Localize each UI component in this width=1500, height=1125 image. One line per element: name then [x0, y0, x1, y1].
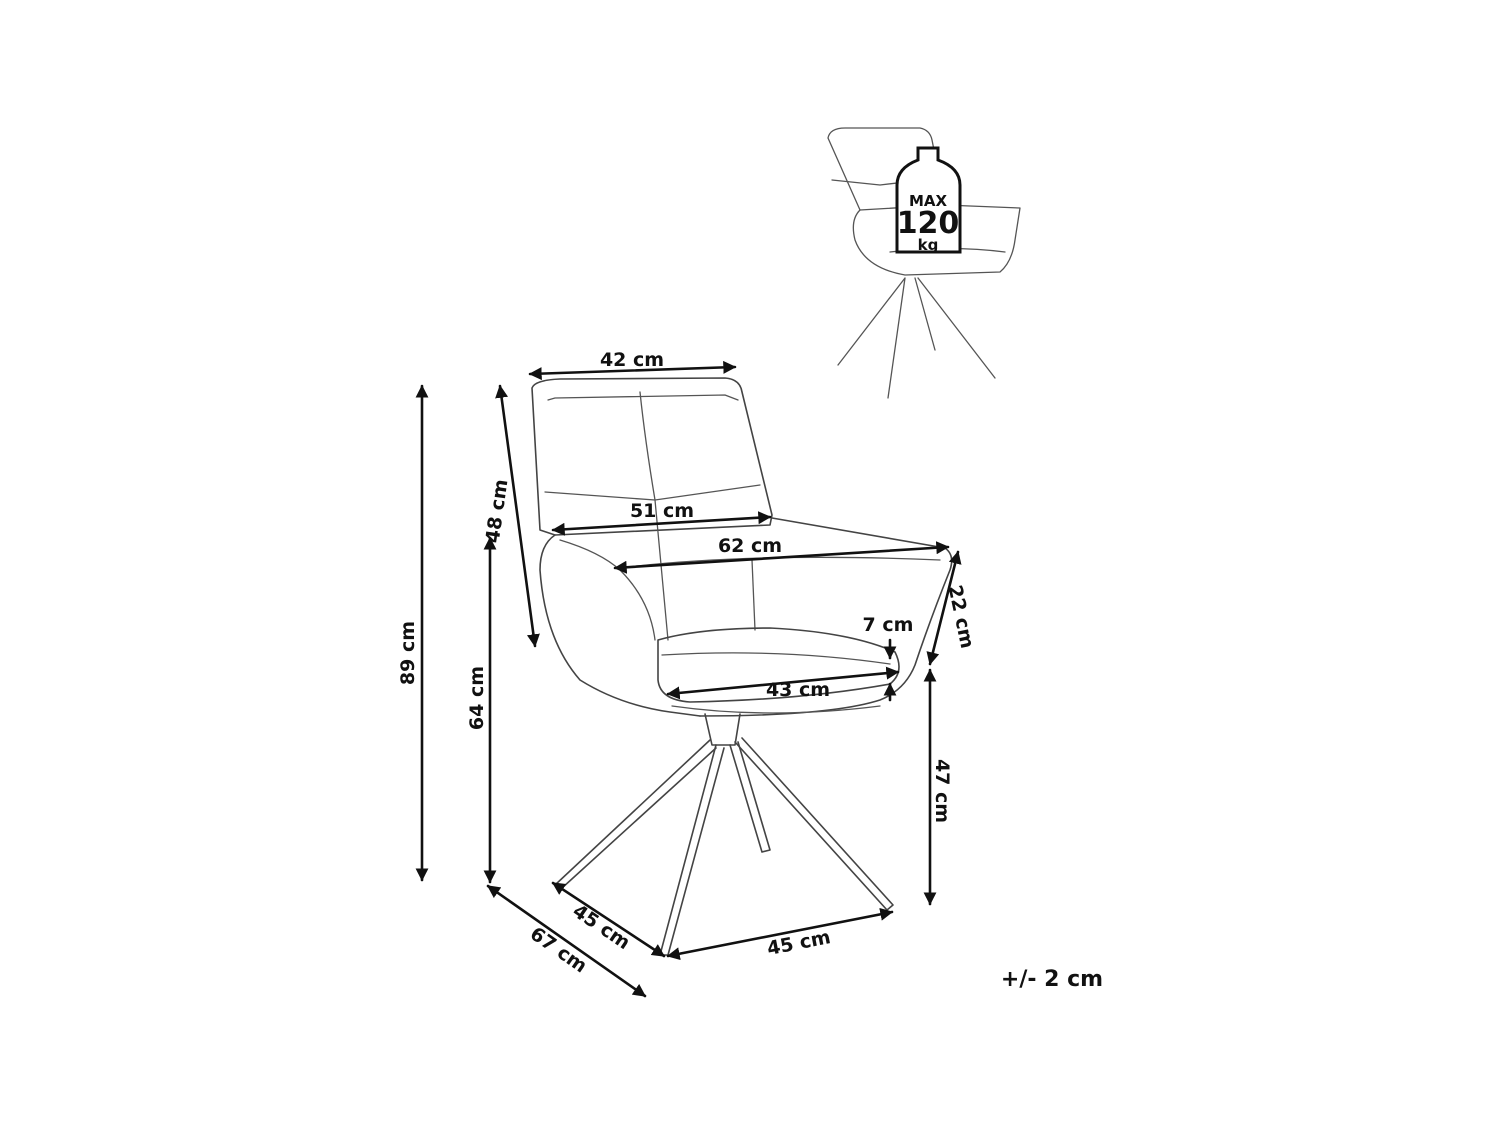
- dimension-armrest-floor-height: 64 cm: [466, 536, 497, 884]
- dim-label-seat-cushion: 7 cm: [863, 614, 914, 636]
- dim-label-seat-width-inner: 51 cm: [630, 500, 694, 522]
- dim-label-backrest-height: 48 cm: [482, 478, 513, 545]
- dim-label-seat-depth: 43 cm: [766, 679, 830, 701]
- dim-label-total-height: 89 cm: [397, 621, 419, 685]
- dim-label-base-depth: 45 cm: [569, 900, 634, 954]
- dimension-armrest-height: 22 cm: [926, 550, 978, 666]
- dim-label-total-width: 62 cm: [718, 535, 782, 557]
- dim-label-armrest-floor-height: 64 cm: [466, 666, 488, 730]
- dimension-total-width: 62 cm: [613, 535, 950, 574]
- weight-capacity-illustration: MAX 120 kg: [827, 127, 1021, 399]
- tolerance-note: +/- 2 cm: [1001, 967, 1103, 992]
- dimension-total-height: 89 cm: [397, 384, 429, 882]
- dim-label-seat-height: 47 cm: [931, 759, 953, 823]
- weight-icon: [895, 146, 962, 254]
- weight-value: 120: [897, 206, 960, 241]
- dimension-base-width: 45 cm: [666, 907, 894, 961]
- weight-unit: kg: [918, 236, 939, 254]
- dimension-seat-depth: 43 cm: [666, 666, 900, 701]
- dim-label-backrest-width: 42 cm: [600, 349, 664, 371]
- dim-label-base-width: 45 cm: [765, 926, 832, 960]
- dimension-seat-height: 47 cm: [923, 668, 953, 906]
- dimension-backrest-width: 42 cm: [528, 349, 737, 381]
- weight-max-label: MAX: [909, 192, 948, 210]
- chair-illustration: [531, 377, 953, 956]
- dimension-seat-width-inner: 51 cm: [551, 500, 772, 536]
- dim-label-armrest-height: 22 cm: [943, 583, 978, 650]
